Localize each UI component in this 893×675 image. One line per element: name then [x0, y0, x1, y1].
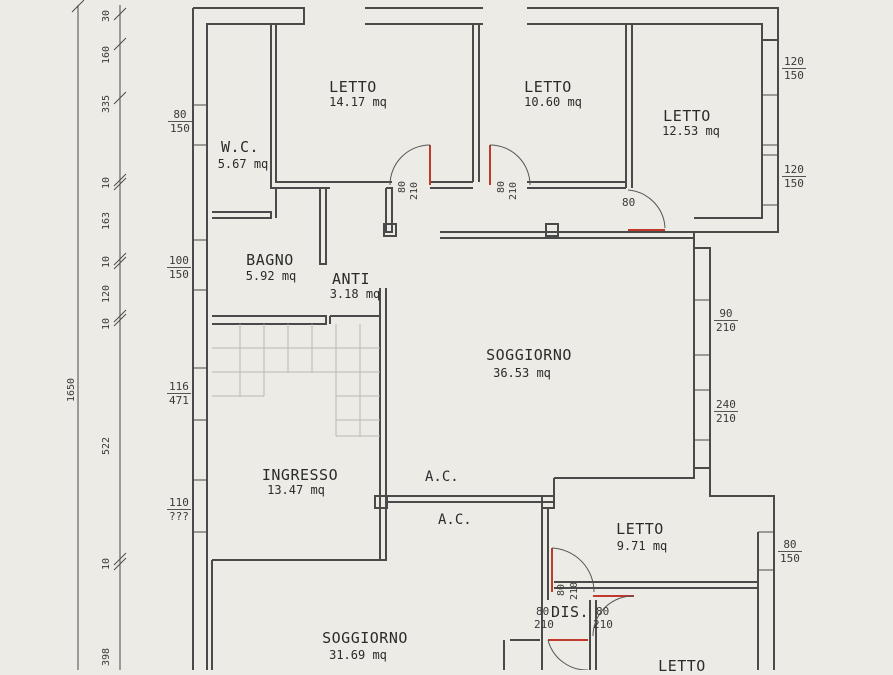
room-anti-area: 3.18 mq — [329, 287, 381, 301]
room-letto-2-name: LETTO — [524, 78, 572, 96]
dim-160: 160 — [101, 45, 112, 64]
door-4-width: 80 — [556, 583, 567, 596]
dim-398: 398 — [101, 647, 112, 666]
room-letto-3-name: LETTO — [663, 107, 711, 125]
door-1-width: 80 — [397, 180, 408, 193]
room-ingresso-name: INGRESSO — [261, 466, 339, 484]
dim-10-b: 10 — [101, 255, 112, 268]
dim-10-a: 10 — [101, 176, 112, 189]
room-letto-3-area: 12.53 mq — [662, 124, 720, 138]
room-anti-name: ANTI — [331, 270, 371, 288]
ac-label-1: A.C. — [425, 469, 459, 485]
room-letto-1-area: 14.17 mq — [329, 95, 387, 109]
window-ingresso-2: 110??? — [167, 496, 191, 523]
ac-label-2: A.C. — [438, 512, 472, 528]
door-2-height: 210 — [508, 181, 519, 200]
dim-10-c: 10 — [101, 317, 112, 330]
dim-335: 335 — [101, 94, 112, 113]
room-letto-1-name: LETTO — [329, 78, 377, 96]
door-5-width: 80 — [596, 605, 610, 618]
door-4-height: 210 — [569, 581, 580, 600]
room-bagno-name: BAGNO — [246, 251, 294, 269]
room-dis-name: DIS. — [550, 603, 590, 621]
room-letto-5-name: LETTO — [658, 657, 706, 675]
door-5-height: 210 — [593, 618, 613, 631]
room-wc-name: W.C. — [220, 138, 260, 156]
dim-10-d: 10 — [101, 557, 112, 570]
dim-30: 30 — [101, 9, 112, 22]
room-soggiorno-2-name: SOGGIORNO — [322, 629, 408, 647]
dim-522: 522 — [101, 436, 112, 455]
room-letto-4-name: LETTO — [616, 520, 664, 538]
room-bagno-area: 5.92 mq — [245, 269, 297, 283]
door-2-width: 80 — [496, 180, 507, 193]
room-ingresso-area: 13.47 mq — [267, 483, 325, 497]
dim-120: 120 — [101, 284, 112, 303]
door-6-height: 210 — [534, 618, 554, 631]
room-soggiorno-1-name: SOGGIORNO — [486, 346, 572, 364]
room-letto-2-area: 10.60 mq — [524, 95, 582, 109]
dim-total: 1650 — [66, 377, 77, 402]
room-soggiorno-2-area: 31.69 mq — [329, 648, 387, 662]
room-wc-area: 5.67 mq — [217, 157, 269, 171]
room-soggiorno-1-area: 36.53 mq — [493, 366, 551, 380]
dim-163: 163 — [101, 211, 112, 230]
room-letto-4-area: 9.71 mq — [616, 539, 668, 553]
door-3-width: 80 — [622, 196, 636, 209]
door-6-width: 80 — [536, 605, 550, 618]
door-1-height: 210 — [409, 181, 420, 200]
